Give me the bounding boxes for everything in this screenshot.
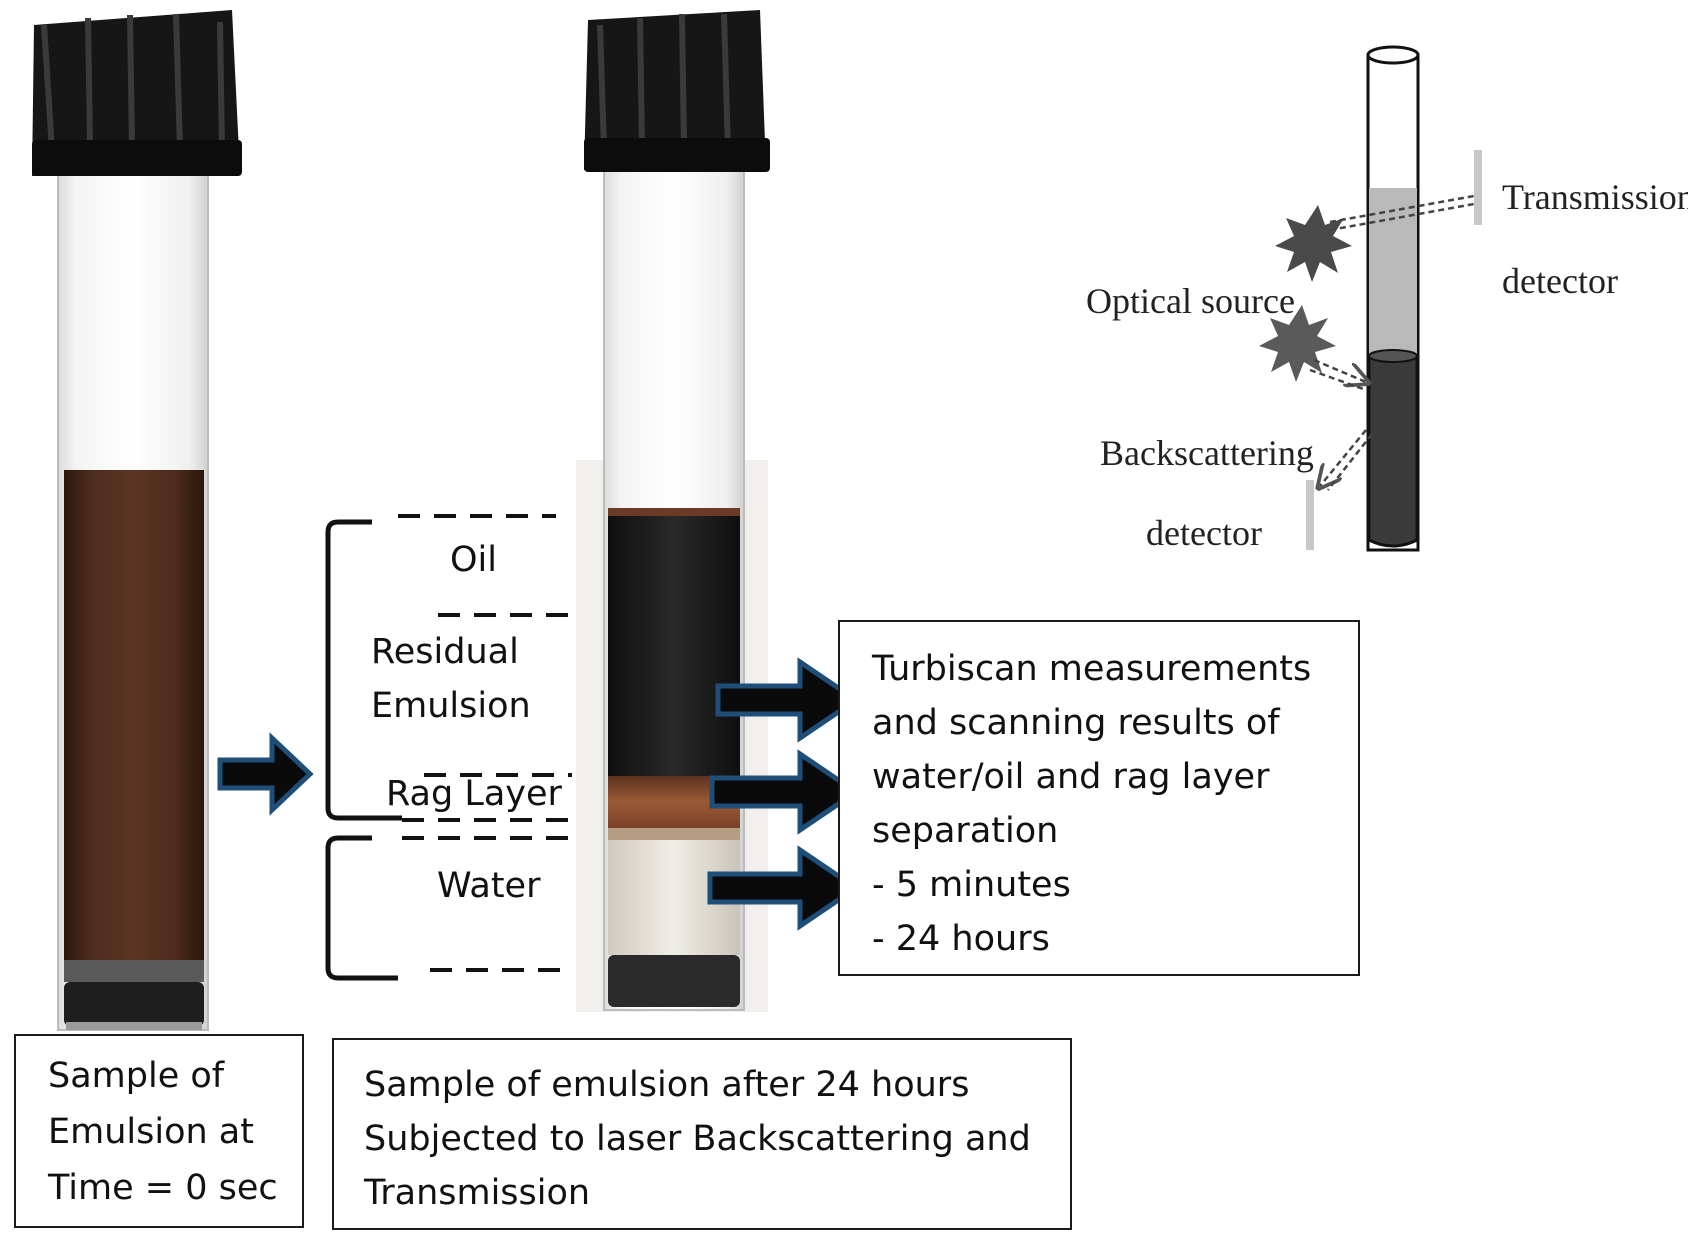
transmission-detector [1474, 150, 1482, 225]
label-backscattering-line2: detector [1146, 513, 1262, 553]
sample-24h-text: Sample of emulsion after 24 hours Subjec… [364, 1065, 1031, 1213]
label-residual-emulsion-line1: Residual [371, 632, 519, 672]
label-oil: Oil [450, 540, 497, 580]
sample-t0-box: Sample of Emulsion at Time = 0 sec [14, 1034, 304, 1228]
label-water: Water [437, 866, 541, 906]
layer-brackets [325, 519, 402, 981]
tube-separated [576, 10, 770, 1012]
schematic-dark-layer [1367, 354, 1419, 548]
arrows-to-turbiscan [707, 657, 861, 931]
emulsion-column [64, 470, 204, 975]
label-rag-layer: Rag Layer [386, 774, 562, 814]
label-transmission-line2: detector [1502, 261, 1618, 301]
label-residual-emulsion-line2: Emulsion [371, 686, 531, 726]
tube-cap [584, 10, 766, 170]
oil-layer [608, 516, 740, 776]
turbiscan-schematic [1259, 45, 1482, 552]
tube-cap [32, 10, 240, 176]
optical-source-upper [1275, 205, 1352, 282]
turbiscan-results-box: Turbiscan measurements and scanning resu… [838, 620, 1360, 976]
label-transmission-line1: Transmission [1502, 177, 1688, 217]
label-optical-source: Optical source [1086, 281, 1295, 321]
backscattering-detector [1306, 480, 1314, 550]
sample-24h-box: Sample of emulsion after 24 hours Subjec… [332, 1038, 1072, 1230]
layer-dashes [398, 514, 576, 972]
schematic-emulsion-layer [1369, 188, 1417, 356]
optical-source-lower [1259, 305, 1336, 382]
sample-t0-text: Sample of Emulsion at Time = 0 sec [48, 1056, 278, 1208]
arrow-to-separation [217, 732, 314, 816]
tube-initial [32, 10, 242, 1031]
label-backscattering-line1: Backscattering [1100, 433, 1314, 473]
turbiscan-results-text: Turbiscan measurements and scanning resu… [872, 649, 1312, 959]
